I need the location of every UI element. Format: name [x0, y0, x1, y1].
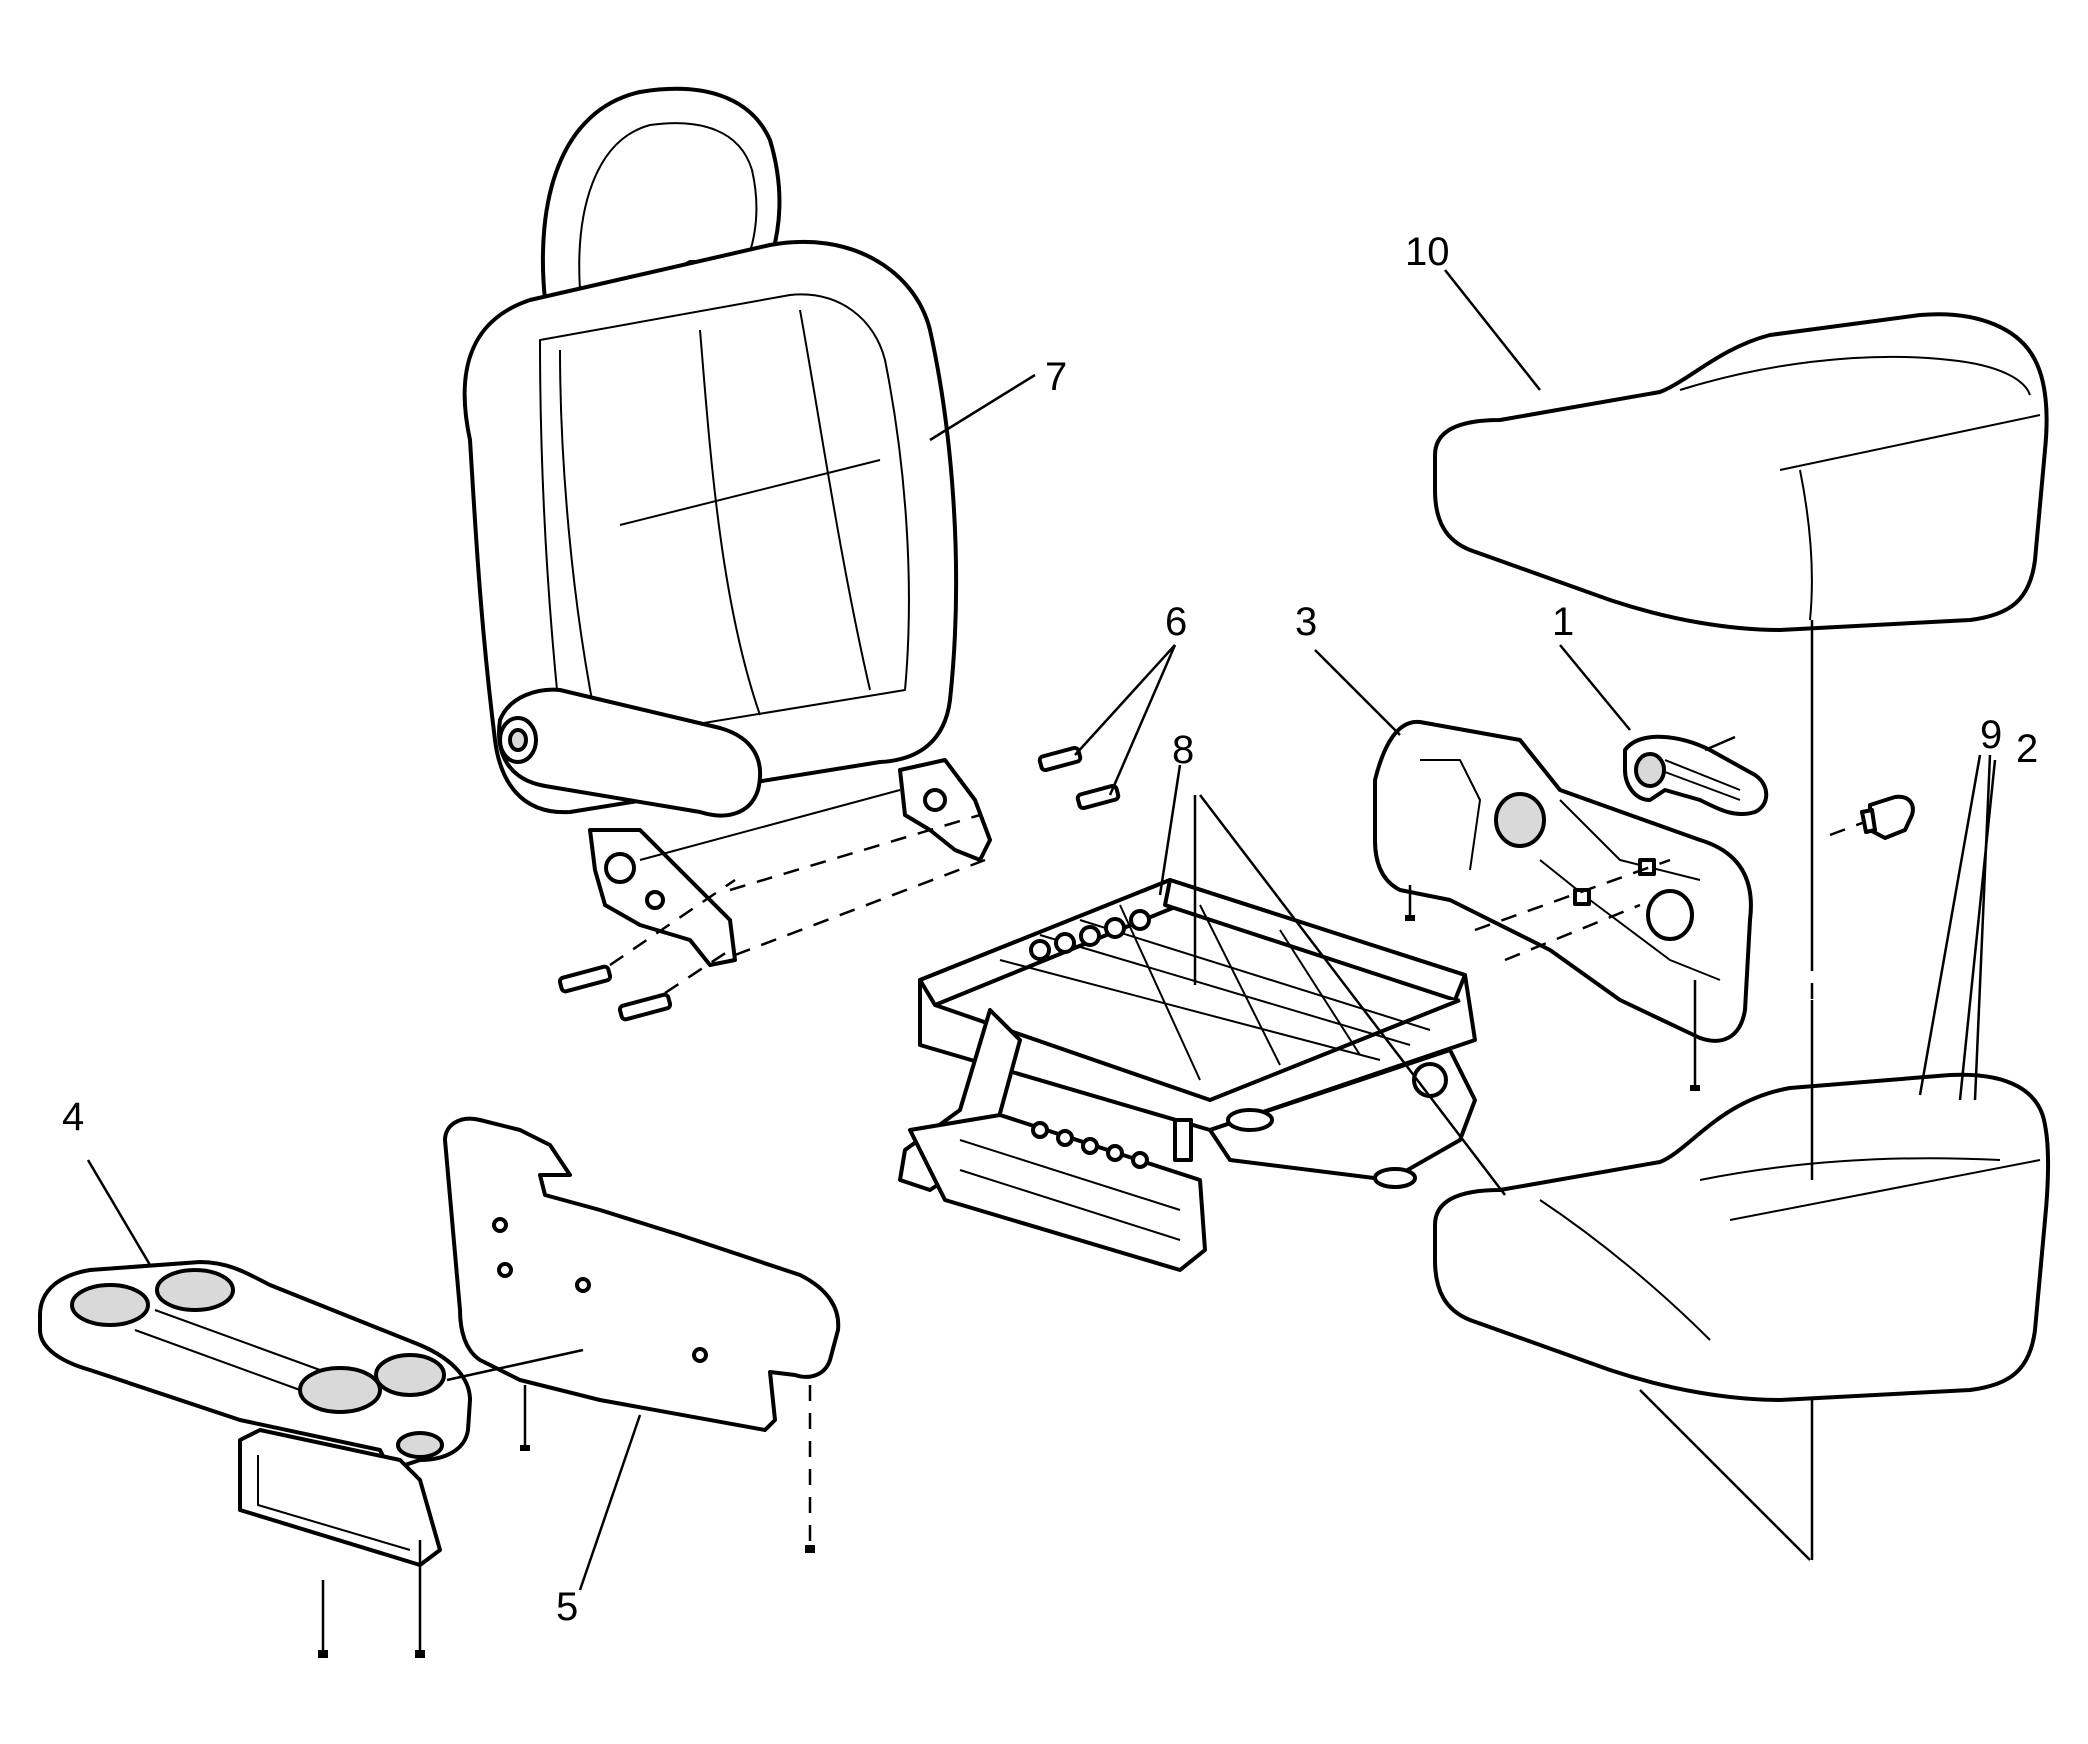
- callout-10: 10: [1405, 230, 1450, 274]
- callout-5: 5: [556, 1585, 578, 1629]
- seat-cushion-top: [1433, 312, 2049, 632]
- seat-back-assembly: [462, 86, 992, 967]
- callout-3: 3: [1295, 600, 1317, 644]
- cupholder-tray: [38, 1260, 472, 1567]
- callout-labels: 1 2 3 4 5 6 7 8 9 10: [62, 230, 2038, 1629]
- callout-2: 2: [2016, 727, 2038, 771]
- seat-cushion-bottom: [1433, 1072, 2051, 1402]
- callout-1: 1: [1552, 600, 1574, 644]
- side-shield-right: [1373, 719, 1753, 1043]
- callout-leaders: [86, 269, 1997, 1591]
- seatback-bolts: [557, 745, 1121, 1022]
- callout-9: 9: [1980, 713, 2002, 757]
- callout-6: 6: [1165, 600, 1187, 644]
- callout-4: 4: [62, 1095, 84, 1139]
- callout-8: 8: [1172, 728, 1194, 772]
- recline-handle: [1623, 734, 1769, 817]
- callout-7: 7: [1045, 355, 1067, 399]
- recliner-bracket-right: [898, 758, 992, 862]
- seat-frame-adjuster: [898, 878, 1477, 1272]
- retainer-clip: [1860, 794, 1915, 840]
- side-panel-left: [443, 1116, 841, 1432]
- headrest: [540, 86, 782, 302]
- armrest: [497, 687, 763, 818]
